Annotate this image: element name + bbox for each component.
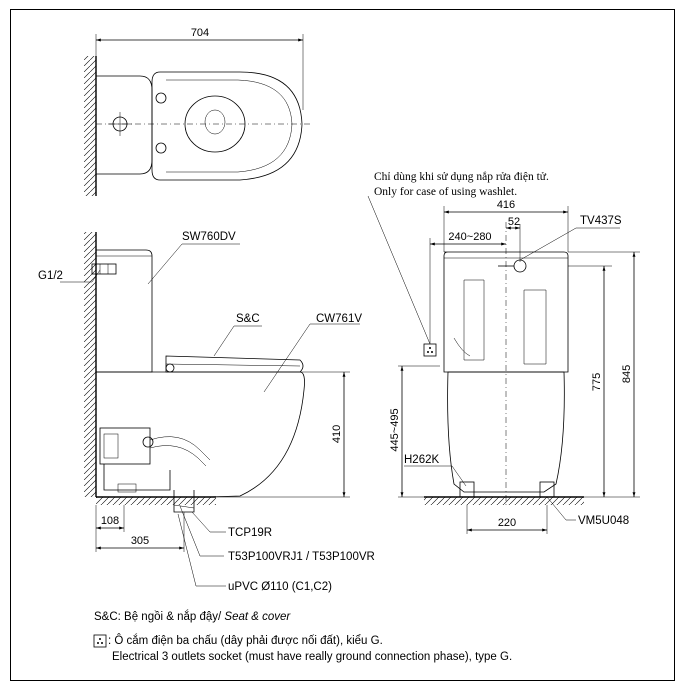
leader-inlet bbox=[60, 269, 101, 283]
seat-cover-side bbox=[165, 355, 304, 373]
socket-icon bbox=[423, 343, 437, 357]
trap-block bbox=[99, 427, 151, 465]
legend-socket-vi: : Ô cắm điện ba chấu (dây phải được nối … bbox=[108, 635, 383, 647]
dim-108: 108 bbox=[101, 515, 119, 527]
drawing-frame bbox=[10, 9, 675, 681]
leader-sc bbox=[213, 325, 262, 357]
washlet-note-en: Only for case of using washlet. bbox=[374, 186, 517, 198]
leader-tank bbox=[147, 243, 240, 285]
dim-220: 220 bbox=[498, 517, 516, 529]
dim-240-280: 240~280 bbox=[448, 231, 491, 243]
label-flush-valve: TV437S bbox=[580, 215, 622, 227]
dim-445-495: 445~495 bbox=[389, 408, 401, 451]
dim-410: 410 bbox=[331, 425, 343, 443]
legend-seat-cover: S&C: Bệ ngồi & nắp đậy/ Seat & cover bbox=[94, 611, 290, 623]
bowl-opening bbox=[184, 95, 246, 153]
label-valves: T53P100VRJ1 / T53P100VR bbox=[228, 551, 375, 563]
dim-52: 52 bbox=[508, 216, 520, 228]
floor-hatch-side bbox=[96, 497, 216, 505]
bowl-front bbox=[447, 371, 565, 493]
front-view: 416 52 240~280 220 775 845 445~495 bbox=[367, 195, 640, 534]
wall-hatch-top bbox=[84, 56, 96, 196]
leader-washlet bbox=[367, 195, 431, 345]
dim-845: 845 bbox=[621, 365, 633, 383]
side-view: 410 108 305 bbox=[60, 232, 360, 587]
label-hose: H262K bbox=[404, 454, 439, 466]
top-view: 704 bbox=[84, 27, 310, 196]
label-flange: VM5U048 bbox=[578, 515, 629, 527]
legend-socket-en: Electrical 3 outlets socket (must have r… bbox=[112, 651, 513, 663]
inlet-fitting bbox=[91, 263, 117, 275]
label-inlet: G1/2 bbox=[38, 270, 63, 282]
label-seat-cover: S&C bbox=[236, 313, 260, 325]
label-pipe: uPVC Ø110 (C1,C2) bbox=[228, 581, 332, 593]
washlet-note-vi: Chỉ dùng khi sử dụng nắp rửa điện tử. bbox=[374, 170, 549, 183]
bowl-outline-top bbox=[151, 71, 303, 181]
drain-hole bbox=[204, 109, 226, 135]
dim-416: 416 bbox=[497, 199, 515, 211]
leader-valves bbox=[179, 505, 224, 557]
bowl-side bbox=[96, 371, 305, 498]
wall-hatch-side bbox=[84, 232, 96, 497]
legend-seat-prefix: S&C: Bệ ngồi & nắp đậy/ bbox=[94, 611, 225, 623]
floor-hatch-front bbox=[424, 497, 584, 505]
label-tank: SW760DV bbox=[182, 231, 236, 243]
legend-socket-icon bbox=[93, 634, 107, 648]
leader-adapter bbox=[191, 511, 226, 533]
leader-bowl bbox=[263, 323, 360, 393]
leader-flange bbox=[546, 496, 576, 521]
dim-775: 775 bbox=[591, 373, 603, 391]
legend-seat-en: Seat & cover bbox=[224, 611, 291, 623]
leader-flush-valve bbox=[519, 227, 620, 261]
tank-outline-top bbox=[96, 75, 153, 175]
dim-305: 305 bbox=[131, 535, 149, 547]
label-adapter: TCP19R bbox=[228, 527, 272, 539]
tank-front bbox=[443, 251, 569, 373]
tank-side bbox=[96, 249, 153, 373]
dim-704: 704 bbox=[191, 27, 209, 39]
leader-pipe bbox=[177, 513, 226, 587]
leader-hose bbox=[404, 465, 467, 487]
label-bowl: CW761V bbox=[316, 313, 362, 325]
